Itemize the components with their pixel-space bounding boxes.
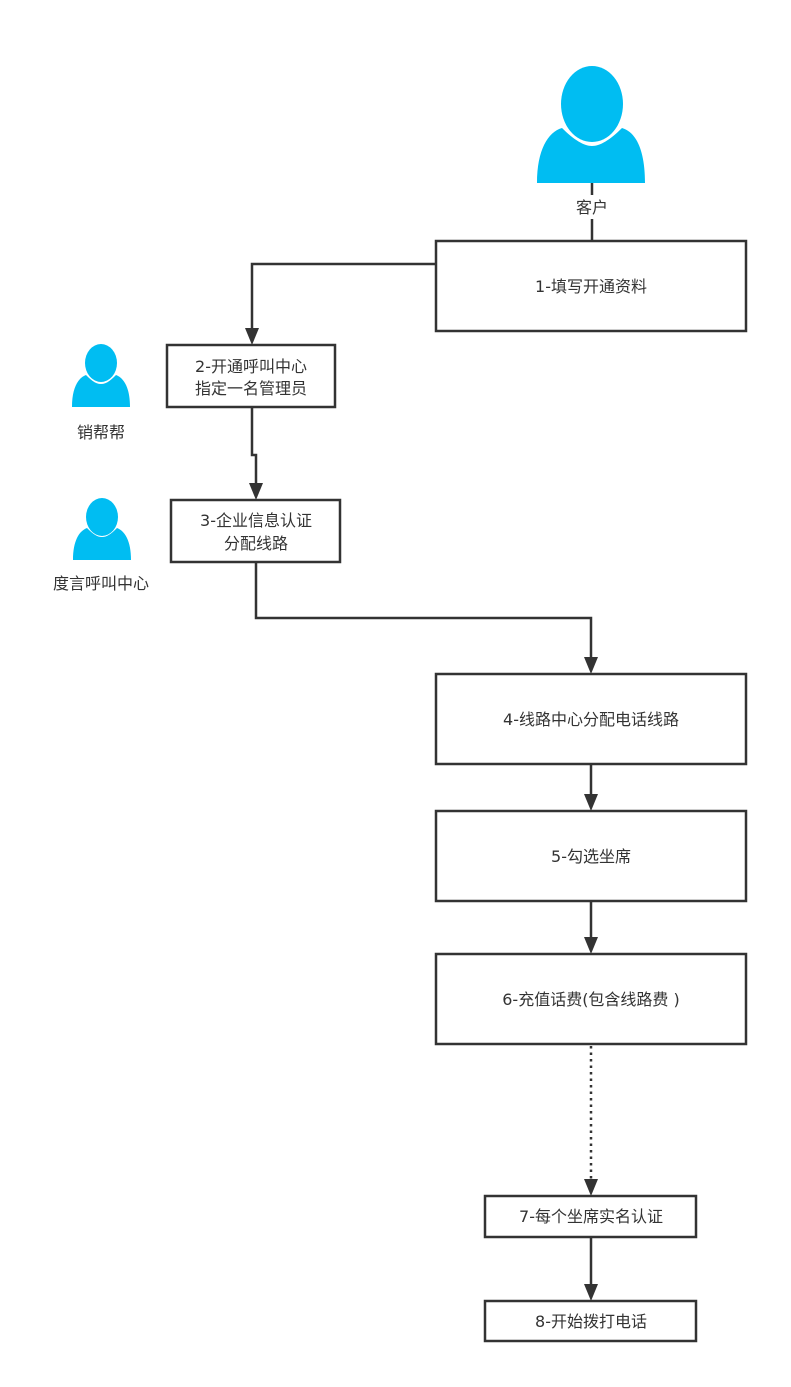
step-4-box: 4-线路中心分配电话线路 xyxy=(434,672,748,766)
step-2-box: 2-开通呼叫中心 指定一名管理员 xyxy=(165,343,337,409)
arrowhead xyxy=(245,328,259,345)
step-7-box: 7-每个坐席实名认证 xyxy=(483,1194,698,1239)
step-3-label-line1: 3-企业信息认证 xyxy=(200,511,312,530)
customer-person-icon xyxy=(537,66,645,183)
arrowhead xyxy=(584,1179,598,1196)
step-1-label: 1-填写开通资料 xyxy=(535,277,647,296)
step-1-box: 1-填写开通资料 xyxy=(434,239,748,333)
step-6-box: 6-充值话费(包含线路费 ) xyxy=(434,952,748,1046)
connector-step3-step4 xyxy=(254,562,593,659)
step-5-box: 5-勾选坐席 xyxy=(434,809,748,903)
arrowhead xyxy=(584,1284,598,1301)
step-2-label-line2: 指定一名管理员 xyxy=(195,379,307,398)
step-2-label-line1: 2-开通呼叫中心 xyxy=(195,357,307,376)
step-3-box: 3-企业信息认证 分配线路 xyxy=(169,498,342,564)
step-7-label: 7-每个坐席实名认证 xyxy=(519,1207,663,1226)
arrowhead xyxy=(584,794,598,811)
step-6-label: 6-充值话费(包含线路费 ) xyxy=(502,990,680,1009)
arrowhead xyxy=(584,657,598,674)
arrowhead xyxy=(584,937,598,954)
actor-label-duyan-callcenter: 度言呼叫中心 xyxy=(53,574,149,593)
step-5-label: 5-勾选坐席 xyxy=(551,847,631,866)
connector-step2-step3 xyxy=(250,407,258,485)
xiaobangbang-person-icon xyxy=(72,344,130,407)
actor-label-customer: 客户 xyxy=(576,198,608,217)
duyan-callcenter-person-icon xyxy=(73,498,131,560)
arrowhead xyxy=(249,483,263,500)
connector-step1-step2 xyxy=(250,262,436,330)
step-3-label-line2: 分配线路 xyxy=(224,534,288,553)
step-8-box: 8-开始拨打电话 xyxy=(483,1299,698,1343)
step-4-label: 4-线路中心分配电话线路 xyxy=(503,710,679,729)
actor-label-xiaobangbang: 销帮帮 xyxy=(77,423,125,442)
step-8-label: 8-开始拨打电话 xyxy=(535,1312,647,1331)
